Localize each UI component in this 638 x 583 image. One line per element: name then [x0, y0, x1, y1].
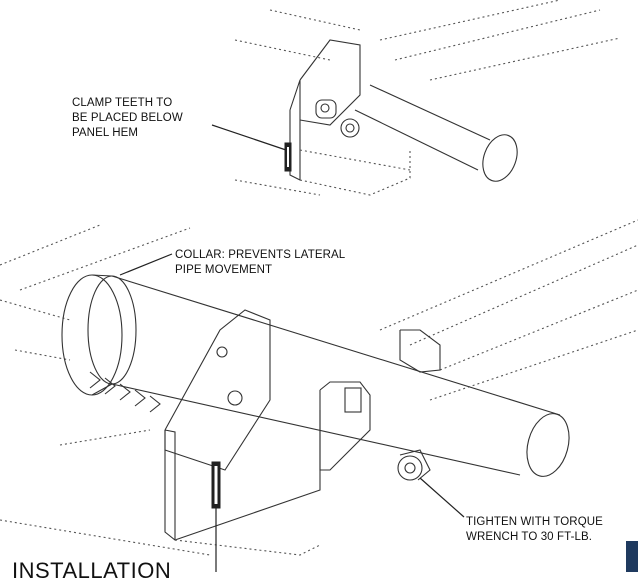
callout-line: PIPE MOVEMENT: [175, 264, 273, 276]
callout-line: TIGHTEN WITH TORQUE: [466, 516, 603, 528]
section-title: INSTALLATION: [12, 558, 172, 583]
callout-line: CLAMP TEETH TO: [72, 97, 173, 109]
main-assembly-drawing: [0, 219, 638, 572]
callout-line: BE PLACED BELOW: [72, 112, 183, 124]
page-tab-marker: [626, 541, 638, 572]
callout-torque: TIGHTEN WITH TORQUE WRENCH TO 30 FT-LB.: [466, 515, 603, 545]
callout-line: COLLAR: PREVENTS LATERAL: [175, 249, 346, 261]
callout-collar: COLLAR: PREVENTS LATERAL PIPE MOVEMENT: [175, 248, 345, 278]
callout-line: WRENCH TO 30 FT-LB.: [466, 531, 593, 543]
top-detail-drawing: [211, 0, 621, 196]
callout-clamp-teeth: CLAMP TEETH TO BE PLACED BELOW PANEL HEM: [72, 96, 183, 141]
callout-line: PANEL HEM: [72, 127, 139, 139]
